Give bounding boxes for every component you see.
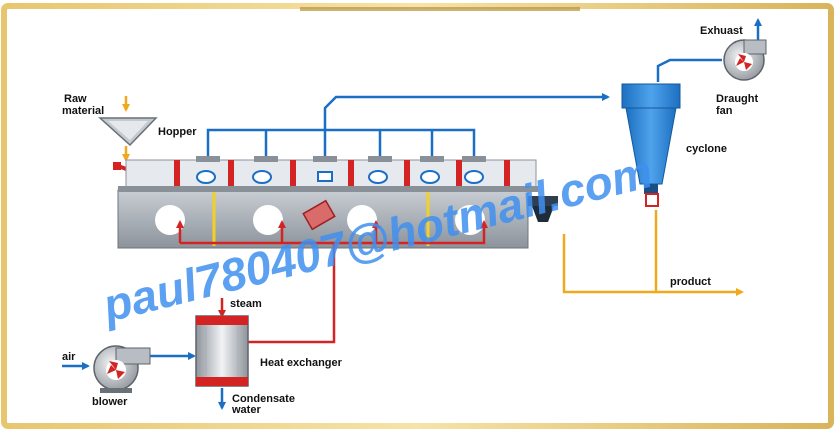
fluid-bed-dryer-icon: [117, 156, 538, 249]
cyclone-label: cyclone: [686, 143, 727, 155]
draught-fan-icon: [723, 39, 767, 81]
air-label: air: [62, 351, 76, 363]
frame-top-accent: [300, 7, 580, 11]
heat-exchanger-icon: [195, 315, 249, 387]
raw-material-label-line1: Raw: [64, 93, 87, 105]
blower-icon: [93, 345, 151, 393]
condensate-label-line2: water: [231, 404, 261, 416]
exhaust-label: Exhuast: [700, 25, 743, 37]
draught-fan-label-line1: Draught: [716, 93, 759, 105]
raw-material-label-line2: material: [62, 105, 104, 117]
hopper-label: Hopper: [158, 126, 197, 138]
condensate-label-line1: Condensate: [232, 393, 295, 405]
heat-exchanger-label: Heat exchanger: [260, 357, 343, 369]
steam-label: steam: [230, 298, 262, 310]
exhaust-duct-lines: [206, 18, 762, 158]
product-label: product: [670, 276, 711, 288]
blower-label: blower: [92, 396, 128, 408]
discharge-valve-icon: [528, 196, 558, 222]
frame-border: [1, 3, 834, 429]
air-supply-lines: [62, 352, 226, 410]
cyclone-icon: [621, 83, 681, 207]
hot-air-lines: [176, 220, 488, 344]
product-lines: [562, 210, 744, 296]
draught-fan-label-line2: fan: [716, 105, 733, 117]
